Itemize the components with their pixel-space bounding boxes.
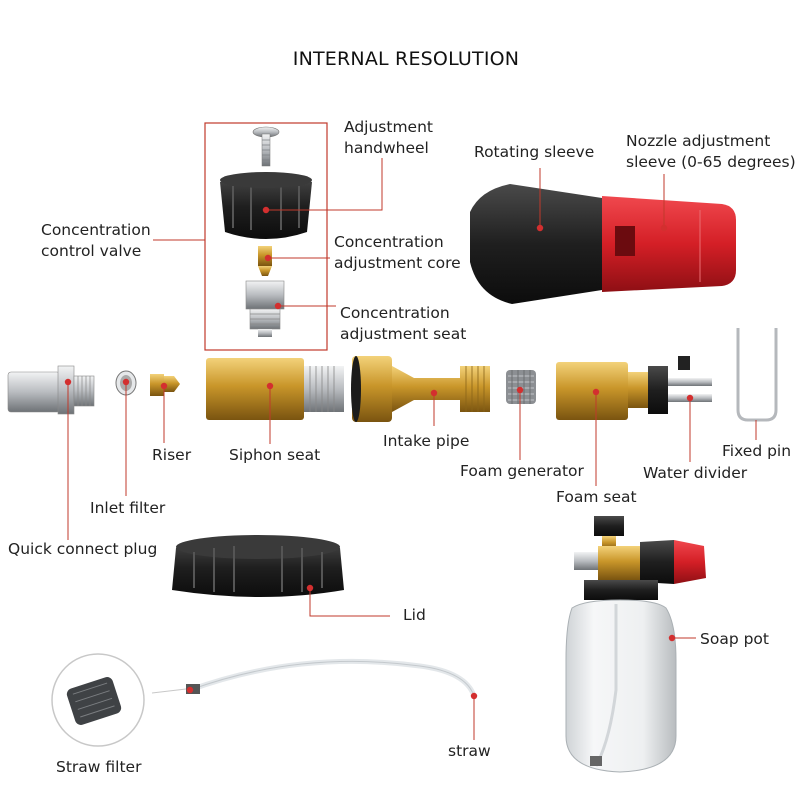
label-adjustment-handwheel: Adjustment handwheel bbox=[344, 118, 433, 157]
diagram-title: INTERNAL RESOLUTION bbox=[292, 48, 520, 70]
label-concentration-adjustment-seat: Concentration adjustment seat bbox=[340, 304, 467, 343]
label-nozzle-adjustment-sleeve: Nozzle adjustment sleeve (0-65 degrees) bbox=[626, 132, 796, 171]
marker-straw bbox=[470, 692, 478, 700]
marker-siphon-seat bbox=[266, 382, 274, 390]
screw-part bbox=[252, 126, 280, 167]
marker-foam-generator bbox=[516, 386, 524, 394]
marker-riser bbox=[160, 382, 168, 390]
quick-connect-plug-part bbox=[7, 365, 95, 415]
marker-soap-pot bbox=[668, 634, 676, 642]
label-straw: straw bbox=[448, 742, 491, 760]
label-concentration-adjustment-core: Concentration adjustment core bbox=[334, 233, 461, 272]
label-water-divider: Water divider bbox=[643, 464, 748, 482]
straw-filter-part bbox=[51, 653, 187, 747]
nozzle-assembly-part bbox=[470, 184, 736, 304]
marker-lid bbox=[306, 584, 314, 592]
lid-part bbox=[172, 535, 344, 597]
marker-adjustment-seat bbox=[274, 302, 282, 310]
marker-inlet-filter bbox=[122, 378, 130, 386]
label-intake-pipe: Intake pipe bbox=[383, 432, 470, 450]
adjustment-seat-part bbox=[245, 280, 285, 337]
marker-intake-pipe bbox=[430, 389, 438, 397]
label-quick-connect-plug: Quick connect plug bbox=[8, 540, 158, 558]
leader-lines bbox=[67, 158, 757, 740]
control-valve-frame bbox=[204, 122, 328, 351]
adjustment-handwheel-part bbox=[220, 172, 312, 239]
label-fixed-pin: Fixed pin bbox=[722, 442, 792, 460]
label-soap-pot: Soap pot bbox=[700, 630, 769, 648]
straw-part bbox=[186, 658, 477, 699]
marker-straw-end bbox=[186, 686, 194, 694]
leader-adjustment-handwheel bbox=[266, 158, 383, 211]
label-lid: Lid bbox=[403, 606, 426, 624]
label-riser: Riser bbox=[152, 446, 192, 464]
label-siphon-seat: Siphon seat bbox=[229, 446, 321, 464]
label-foam-generator: Foam generator bbox=[460, 462, 584, 480]
marker-adjustment-core bbox=[264, 254, 272, 262]
label-foam-seat: Foam seat bbox=[556, 488, 637, 506]
soap-pot-part bbox=[565, 516, 706, 773]
label-inlet-filter: Inlet filter bbox=[90, 499, 166, 517]
fixed-pin-part bbox=[736, 328, 778, 422]
intake-pipe-part bbox=[351, 356, 490, 422]
label-concentration-control-valve: Concentration control valve bbox=[41, 221, 151, 260]
leader-lid bbox=[309, 588, 390, 617]
marker-quick-connect-plug bbox=[64, 378, 72, 386]
riser-part bbox=[150, 374, 180, 396]
foam-seat-part bbox=[556, 362, 648, 420]
marker-foam-seat bbox=[592, 388, 600, 396]
water-divider-part bbox=[648, 356, 712, 414]
marker-nozzle-sleeve bbox=[660, 224, 668, 232]
label-straw-filter: Straw filter bbox=[56, 758, 142, 776]
siphon-seat-part bbox=[206, 358, 344, 420]
marker-rotating-sleeve bbox=[536, 224, 544, 232]
marker-dots bbox=[64, 206, 694, 700]
marker-water-divider bbox=[686, 394, 694, 402]
label-rotating-sleeve: Rotating sleeve bbox=[474, 143, 595, 161]
adjustment-core-part bbox=[258, 246, 272, 276]
marker-adjustment-handwheel bbox=[262, 206, 270, 214]
